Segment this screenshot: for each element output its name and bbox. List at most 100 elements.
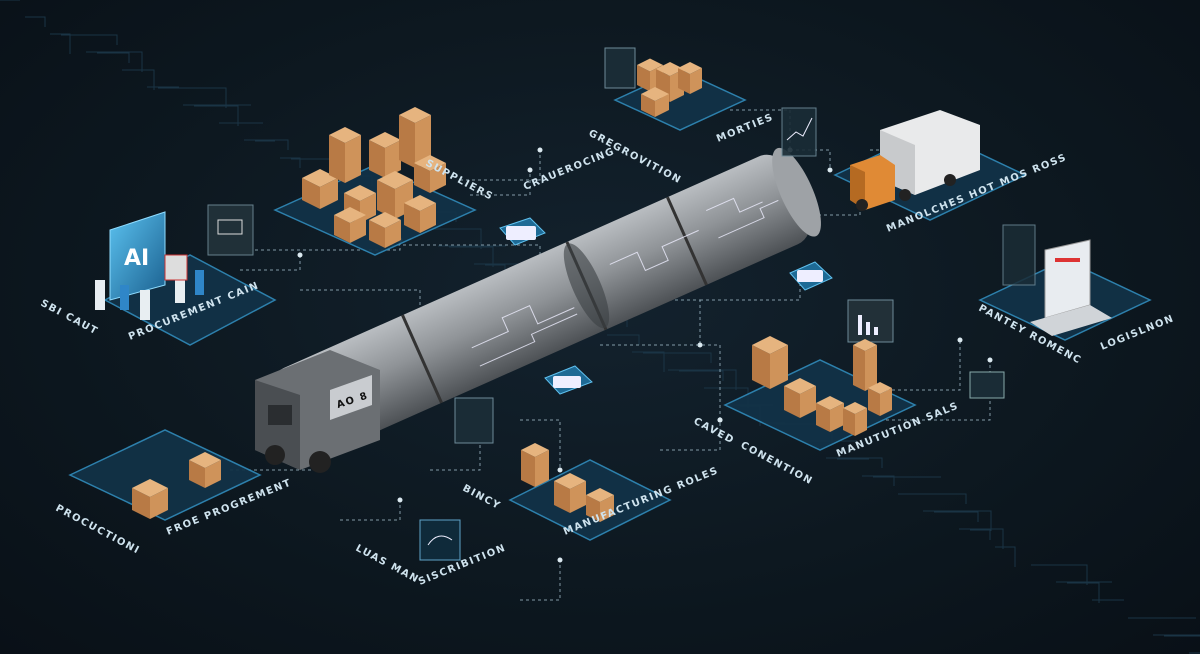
box-front bbox=[350, 215, 366, 243]
server-chip-icon bbox=[207, 204, 833, 395]
box-side bbox=[752, 345, 770, 389]
box-top bbox=[334, 207, 366, 223]
connector-node bbox=[697, 342, 703, 348]
box-front bbox=[345, 135, 361, 183]
circuit-trace bbox=[862, 475, 895, 486]
box-top bbox=[399, 107, 431, 123]
circuit-trace bbox=[244, 139, 289, 150]
box-front bbox=[430, 163, 446, 193]
box-top bbox=[586, 488, 614, 502]
box-top bbox=[853, 339, 877, 351]
ai-screen-icon: AI bbox=[95, 211, 204, 320]
circuit-trace bbox=[1153, 634, 1200, 636]
connector-node bbox=[537, 147, 543, 153]
circuit-trace bbox=[194, 105, 239, 126]
connector-line bbox=[660, 420, 721, 451]
cardboard-boxes bbox=[132, 58, 892, 522]
connector-node bbox=[297, 252, 303, 258]
circuit-trace bbox=[643, 352, 712, 363]
delivery-truck-icon bbox=[850, 110, 980, 211]
box-side bbox=[843, 408, 855, 436]
box-top bbox=[554, 473, 586, 489]
cardboard-box-icon bbox=[554, 473, 586, 513]
pipeline-icon bbox=[271, 147, 821, 458]
box-top bbox=[377, 171, 413, 189]
cardboard-box-icon bbox=[404, 195, 436, 233]
box-front bbox=[570, 481, 586, 513]
circuit-trace bbox=[50, 33, 71, 54]
box-front bbox=[420, 203, 436, 233]
cardboard-box-icon bbox=[334, 207, 366, 243]
label-caved: CAVED bbox=[692, 416, 737, 447]
cardboard-box-icon bbox=[132, 479, 168, 519]
box-front bbox=[830, 403, 844, 432]
box-top bbox=[678, 62, 702, 74]
circuit-trace bbox=[679, 370, 724, 381]
box-side bbox=[784, 386, 800, 418]
cardboard-box-icon bbox=[369, 132, 401, 178]
box-front bbox=[205, 460, 221, 488]
circuit-trace bbox=[607, 334, 640, 345]
connector-line bbox=[470, 170, 531, 196]
box-front bbox=[855, 408, 867, 436]
box-side bbox=[521, 450, 535, 487]
connector-node bbox=[827, 167, 833, 173]
label-luas-man: LUAS MAN bbox=[354, 543, 421, 586]
connector-line bbox=[880, 340, 961, 391]
box-top bbox=[868, 382, 892, 394]
box-front bbox=[535, 450, 549, 487]
box-side bbox=[369, 220, 385, 248]
box-top bbox=[132, 479, 168, 497]
box-top bbox=[404, 195, 436, 211]
label-conention: CONENTION bbox=[739, 440, 815, 487]
cardboard-box-icon bbox=[853, 339, 877, 391]
box-side bbox=[132, 488, 150, 519]
box-side bbox=[641, 94, 655, 117]
box-front bbox=[385, 140, 401, 178]
box-top bbox=[414, 155, 446, 171]
labels: SBI CAUT PROCUREMENT CAIN SUPPLIERS CRAU… bbox=[39, 112, 1177, 588]
connector-node bbox=[957, 337, 963, 343]
box-side bbox=[334, 215, 350, 243]
circuit-trace bbox=[959, 528, 1004, 549]
connector-line bbox=[240, 255, 301, 271]
connector-node bbox=[987, 357, 993, 363]
box-side bbox=[302, 178, 320, 209]
box-side bbox=[369, 140, 385, 178]
circuit-trace bbox=[995, 546, 1016, 567]
label-procuctioni: PROCUCTIONI bbox=[54, 503, 142, 557]
box-front bbox=[800, 386, 816, 418]
box-side bbox=[868, 388, 880, 416]
box-side bbox=[399, 115, 415, 168]
box-front bbox=[600, 495, 614, 522]
box-side bbox=[414, 163, 430, 193]
box-front bbox=[690, 68, 702, 94]
connector-line bbox=[700, 280, 801, 301]
connector-line bbox=[300, 289, 421, 360]
circuit-trace bbox=[122, 69, 155, 90]
box-side bbox=[554, 481, 570, 513]
cardboard-box-icon bbox=[329, 127, 361, 183]
circuit-trace bbox=[61, 34, 118, 45]
circuit-trace bbox=[25, 16, 46, 27]
box-top bbox=[816, 396, 844, 410]
circuit-trace bbox=[898, 493, 967, 504]
circuit-trace bbox=[923, 510, 992, 531]
cardboard-box-icon bbox=[868, 382, 892, 416]
circuit-trace bbox=[970, 529, 991, 540]
box-top bbox=[656, 62, 684, 76]
cardboard-box-icon bbox=[678, 62, 702, 94]
connector-line bbox=[600, 344, 721, 420]
box-top bbox=[369, 212, 401, 228]
circuit-trace bbox=[1031, 564, 1088, 585]
circuit-trace bbox=[934, 511, 979, 522]
box-top bbox=[189, 452, 221, 468]
box-top bbox=[843, 402, 867, 414]
box-top bbox=[637, 58, 663, 72]
circuit-trace bbox=[449, 246, 494, 267]
label-morties: MORTIES bbox=[715, 112, 775, 145]
box-top bbox=[641, 87, 669, 101]
cardboard-box-icon bbox=[377, 171, 413, 219]
